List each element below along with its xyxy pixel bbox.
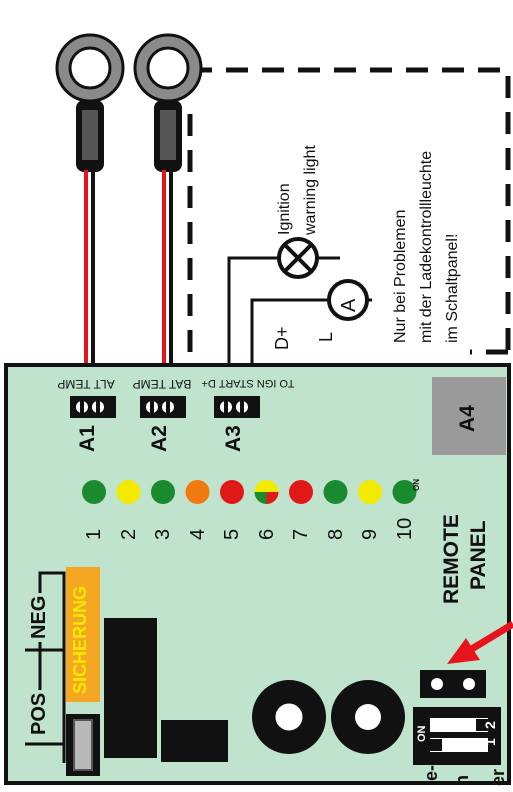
- warning-light-label: warning light: [302, 145, 319, 235]
- red-arrow-icon: [447, 621, 513, 664]
- small-block: [161, 720, 228, 762]
- ammeter-symbol: A: [338, 298, 360, 312]
- led-number-4: 4: [186, 528, 209, 540]
- cut-text-1: ie-: [421, 764, 441, 786]
- led-1: [82, 480, 106, 504]
- a2-caption: BAT TEMP: [132, 377, 192, 391]
- sicherung-label: SICHERUNG: [70, 585, 90, 694]
- a2-label: A2: [148, 425, 171, 452]
- led-number-9: 9: [359, 528, 381, 540]
- led-number-5: 5: [221, 528, 243, 540]
- a1-caption: ALT TEMP: [57, 377, 115, 391]
- sensor-wires: [84, 170, 173, 370]
- fuse-holder: [25, 567, 100, 776]
- cut-text-3: er: [488, 768, 508, 786]
- cut-text-2: n: [452, 775, 472, 786]
- a3-caption: TO IGN START D+: [201, 377, 295, 389]
- led-number-10: 10: [393, 517, 416, 540]
- terminal-block-a1: [70, 396, 116, 418]
- note-line-2: mit der Ladekontrollleuchte: [418, 150, 435, 343]
- a4-label: A4: [456, 405, 479, 432]
- d-plus-l-wiring: [227, 237, 372, 370]
- ring-terminal-2: [133, 33, 203, 172]
- note-line-3: im Schaltpanel!: [444, 233, 461, 343]
- led-number-8: 8: [324, 528, 347, 540]
- ignition-label: Ignition: [276, 183, 293, 235]
- led-on-mark: ON: [412, 479, 421, 491]
- a1-label: A1: [76, 425, 99, 452]
- terminal-block-a2: [140, 396, 186, 418]
- a3-label: A3: [222, 425, 245, 452]
- led-5: [220, 480, 244, 504]
- jumper-pins: [420, 670, 486, 698]
- led-6: [254, 480, 279, 504]
- neg-label: NEG: [28, 592, 51, 642]
- led-number-6: 6: [255, 528, 278, 540]
- terminal-a4-box: [432, 377, 506, 455]
- ring-terminal-1: [55, 33, 125, 172]
- dip-1-label: 1: [482, 738, 498, 746]
- led-2: [116, 480, 141, 504]
- panel-label: PANEL: [467, 520, 490, 590]
- dip-on-label: ON: [416, 725, 428, 743]
- led-number-1: 1: [83, 528, 105, 540]
- dip-2-label: 2: [482, 721, 498, 729]
- dashed-enclosure: [187, 67, 511, 355]
- led-4: [185, 480, 210, 504]
- terminal-block-a3: [214, 396, 260, 418]
- remote-label: REMOTE: [440, 514, 463, 604]
- l-label: L: [316, 331, 336, 342]
- led-number-3: 3: [152, 528, 174, 540]
- led-7: [289, 480, 313, 504]
- led-row: [82, 480, 417, 504]
- dip-switch: [413, 707, 501, 765]
- led-8: [323, 480, 348, 504]
- led-10: [392, 480, 417, 504]
- pos-label: POS: [28, 689, 51, 738]
- led-3: [151, 480, 175, 504]
- note-line-1: Nur bei Problemen: [392, 209, 409, 343]
- led-number-7: 7: [290, 528, 312, 540]
- led-number-2: 2: [117, 528, 140, 540]
- led-9: [358, 480, 382, 504]
- d-plus-label: D+: [272, 326, 292, 350]
- relay-block: [104, 618, 157, 758]
